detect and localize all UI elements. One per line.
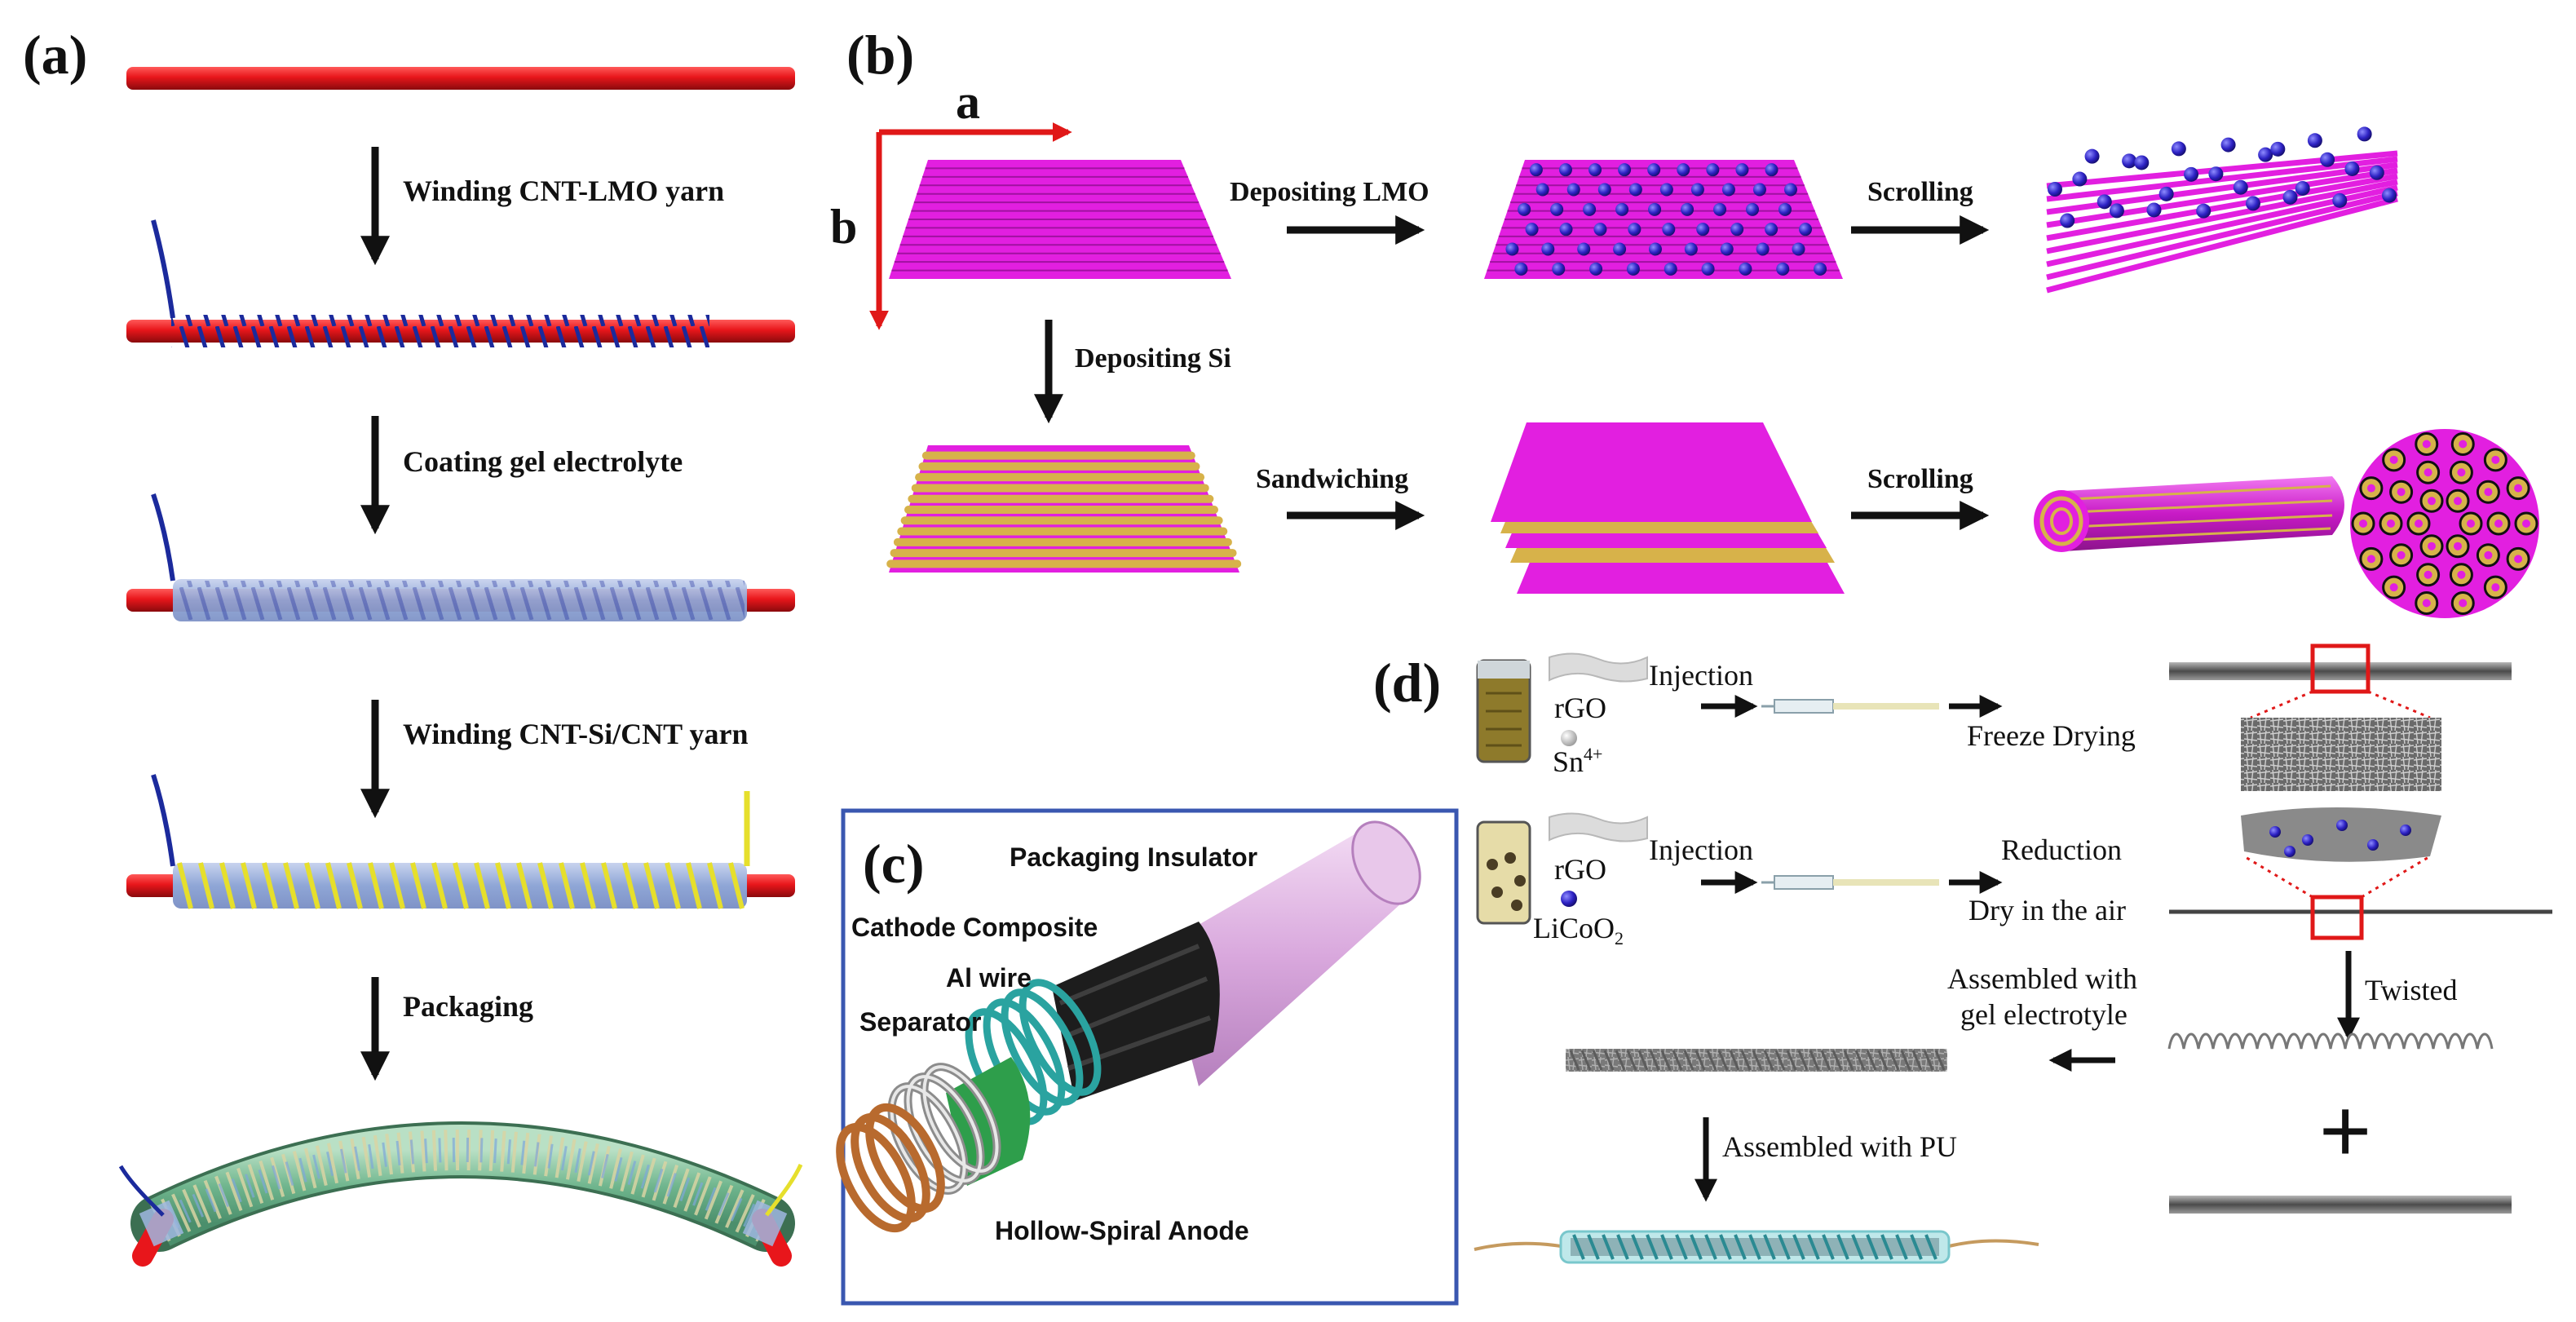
label-packaging-insulator: Packaging Insulator	[1010, 842, 1257, 872]
spiral-cross-section	[2350, 429, 2539, 618]
scrolled-tube	[2034, 476, 2344, 552]
sn-ion-icon	[1561, 730, 1577, 746]
panel-d: (d) rGO Sn4+ Injection Freeze Drying	[1373, 643, 2552, 1264]
label-licoo2: LiCoO2	[1533, 912, 1624, 948]
label-al-wire: Al wire	[946, 963, 1032, 993]
step-winding-lmo: Winding CNT-LMO yarn	[403, 175, 724, 207]
label-scrolling-top: Scrolling	[1867, 177, 1973, 207]
axis-b-label: b	[830, 200, 857, 254]
label-sandwiching: Sandwiching	[1256, 464, 1408, 494]
label-freeze-drying: Freeze Drying	[1967, 719, 2136, 752]
rod-blue-yarn	[126, 219, 795, 347]
label-hollow-spiral-anode: Hollow-Spiral Anode	[995, 1216, 1249, 1245]
axis-a-label: a	[956, 75, 980, 129]
label-sn: Sn4+	[1553, 744, 1602, 778]
beaker-licoo2	[1476, 820, 1531, 925]
label-injection-1: Injection	[1649, 659, 1753, 692]
label-assembled-pu: Assembled with PU	[1722, 1130, 1957, 1163]
rod-yellow-yarn	[126, 774, 795, 909]
syringe-2	[1761, 875, 1939, 890]
panel-c-label: (c)	[863, 833, 924, 895]
sandwich-stack	[1491, 422, 1845, 594]
label-rgo-2: rGO	[1554, 853, 1606, 886]
rgo-fiber-bottom	[2169, 1196, 2512, 1214]
twisted-yarn	[1566, 1049, 1947, 1072]
syringe-1	[1761, 699, 1939, 714]
zoom-composite-fiber	[2241, 807, 2441, 862]
rgo-fiber-top	[2169, 662, 2512, 680]
lmo-sheet	[1484, 160, 1843, 279]
label-assembled-gel-1: Assembled with	[1947, 962, 2137, 995]
packaged-device	[118, 1121, 803, 1267]
twisted-spring	[2167, 1032, 2494, 1050]
label-depositing-lmo: Depositing LMO	[1230, 177, 1429, 207]
bare-rod	[126, 67, 795, 90]
zoom-box-bottom	[2310, 895, 2364, 940]
zoom-box-top	[2310, 643, 2371, 694]
panel-a: (a) Winding CNT-LMO yarn Coating gel ele…	[23, 24, 803, 1267]
cable-illustration	[836, 820, 1421, 1233]
step-coating-gel: Coating gel electrolyte	[403, 445, 683, 478]
label-scrolling-bottom: Scrolling	[1867, 464, 1973, 494]
rgo-sheet-1	[1549, 652, 1648, 683]
zoom-porous-fiber	[2241, 718, 2441, 791]
label-dry-in-air: Dry in the air	[1968, 894, 2126, 926]
rgo-sheet-2	[1549, 812, 1648, 842]
panel-c: (c)	[836, 808, 1459, 1306]
step-winding-si: Winding CNT-Si/CNT yarn	[403, 718, 749, 750]
label-reduction: Reduction	[2001, 833, 2122, 866]
panel-d-label: (d)	[1373, 652, 1441, 714]
rod-gel-coated	[126, 493, 795, 621]
label-twisted: Twisted	[2365, 974, 2457, 1006]
step-packaging: Packaging	[403, 990, 533, 1023]
label-assembled-gel-2: gel electrotyle	[1960, 998, 2128, 1031]
label-separator: Separator	[859, 1007, 981, 1037]
scrolled-lmo-fiber	[2046, 126, 2398, 294]
panel-b-label: (b)	[846, 24, 914, 86]
label-injection-2: Injection	[1649, 833, 1753, 866]
label-rgo-1: rGO	[1554, 692, 1606, 724]
label-depositing-si: Depositing Si	[1075, 343, 1231, 374]
panel-a-label: (a)	[23, 24, 87, 86]
plus-sign: +	[2319, 1081, 2371, 1181]
label-cathode-composite: Cathode Composite	[851, 913, 1098, 942]
si-sheet	[886, 445, 1242, 573]
beaker-sn	[1476, 659, 1531, 763]
licoo2-particle-icon	[1561, 891, 1577, 907]
final-fiber-device	[1474, 1230, 2039, 1264]
magenta-sheet	[889, 160, 1231, 279]
panel-b: (b) a b Depositing LMO Scrolling Deposit…	[830, 24, 2539, 618]
